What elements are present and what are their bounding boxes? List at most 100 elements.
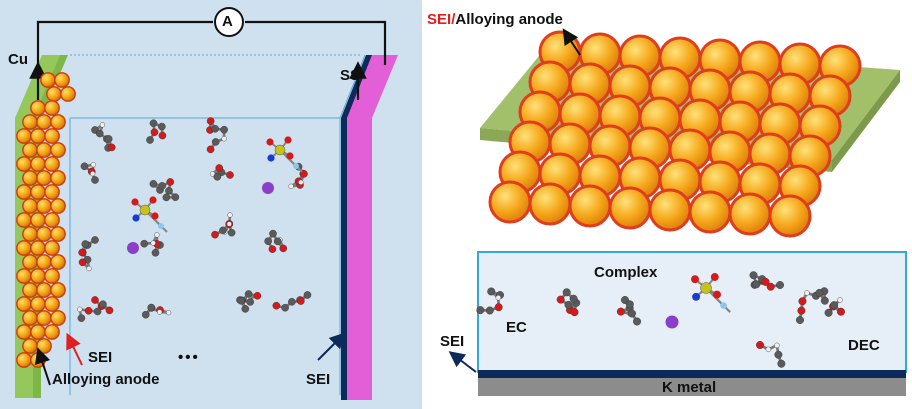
cu-label: Cu <box>8 51 28 68</box>
ammeter-symbol: A <box>222 13 233 30</box>
ss-sei-pointer-arrow <box>317 332 346 361</box>
alloying-particle <box>16 268 32 284</box>
alloying-particle <box>44 212 60 228</box>
alloying-particle <box>16 296 32 312</box>
title-sei: SEI <box>427 11 452 28</box>
title-slash: / <box>451 11 456 28</box>
alloying-particle <box>22 310 38 326</box>
sei-coated-particle <box>648 188 692 232</box>
title-pointer-arrow <box>562 28 581 56</box>
alloying-particle <box>30 268 46 284</box>
alloying-anode-label: Alloying anode <box>52 371 160 388</box>
molecule <box>272 291 312 312</box>
alloying-particle <box>50 310 66 326</box>
molecule <box>616 296 642 326</box>
alloying-particle <box>50 226 66 242</box>
left-cell-panel <box>0 0 422 409</box>
top-right-title: SEI/Alloying anode <box>427 12 563 27</box>
alloying-particle <box>22 170 38 186</box>
alloying-particle <box>40 72 56 88</box>
alloying-particle <box>46 86 62 102</box>
molecule <box>78 236 99 272</box>
alloying-particles-stack <box>16 72 76 368</box>
complex-label: Complex <box>594 264 658 281</box>
alloying-particle <box>16 184 32 200</box>
molecule <box>77 296 114 322</box>
molecule <box>91 122 116 152</box>
alloying-particle <box>22 338 38 354</box>
alloying-particle <box>36 282 52 298</box>
alloying-particle <box>30 296 46 312</box>
dec-label: DEC <box>848 337 880 354</box>
k-metal-label: K metal <box>662 379 717 396</box>
alloying-particle <box>22 114 38 130</box>
top-right-panel <box>478 28 900 292</box>
ss-label: SS <box>340 67 361 84</box>
potassium-ion <box>127 242 139 254</box>
alloying-particle <box>36 310 52 326</box>
k-metal-slab <box>478 378 906 396</box>
ellipsis: ••• <box>178 349 200 366</box>
sei-coated-particle-array <box>488 30 862 238</box>
molecule <box>140 232 164 257</box>
alloying-particle <box>36 226 52 242</box>
alloying-particle <box>54 72 70 88</box>
alloying-particle <box>50 142 66 158</box>
alloying-particle <box>30 156 46 172</box>
molecule <box>264 229 288 253</box>
alloying-particle <box>44 324 60 340</box>
molecule <box>80 162 99 184</box>
alloying-particle <box>50 114 66 130</box>
salt-anion <box>266 136 303 173</box>
sei-label-right: SEI <box>306 371 331 388</box>
alloying-particle <box>22 254 38 270</box>
alloying-particle <box>36 338 52 354</box>
alloying-particle <box>44 296 60 312</box>
alloying-particle <box>16 352 32 368</box>
anode-pointer-arrow <box>34 347 51 386</box>
alloying-particle <box>36 198 52 214</box>
salt-anion <box>131 196 168 233</box>
ss-sei-layer <box>341 55 372 400</box>
alloying-particle <box>30 100 46 116</box>
molecule <box>796 287 829 324</box>
alloying-particle <box>44 240 60 256</box>
alloying-particle <box>44 268 60 284</box>
molecule <box>556 288 581 317</box>
ss-plate <box>345 55 398 400</box>
sei-label-bottom: SEI <box>440 333 465 350</box>
alloying-particle <box>44 100 60 116</box>
alloying-particle <box>16 212 32 228</box>
alloying-particle <box>30 184 46 200</box>
alloying-particle <box>50 254 66 270</box>
sei-layer-pointer-arrow <box>448 351 477 373</box>
alloying-particle <box>22 226 38 242</box>
ec-label: EC <box>506 319 527 336</box>
sei-layer <box>478 370 906 378</box>
sei-coated-particle <box>768 194 812 238</box>
external-circuit <box>29 20 387 100</box>
alloying-particle <box>50 198 66 214</box>
molecule <box>824 297 845 317</box>
molecule <box>141 303 172 319</box>
sei-coated-particle <box>608 186 652 230</box>
sei-coated-particle <box>688 190 732 234</box>
molecule <box>146 119 167 144</box>
alloying-particle <box>16 240 32 256</box>
molecule <box>149 178 180 202</box>
alloying-particle <box>22 142 38 158</box>
molecule <box>209 164 234 181</box>
alloying-particle <box>22 282 38 298</box>
alloying-particle <box>50 282 66 298</box>
alloying-particle <box>30 212 46 228</box>
alloying-particle <box>30 240 46 256</box>
alloying-particle <box>22 198 38 214</box>
molecule <box>206 117 228 154</box>
salt-anion <box>691 273 731 313</box>
sei-coated-particle <box>528 182 572 226</box>
molecule <box>211 212 236 239</box>
complex-molecules <box>476 271 845 368</box>
molecule <box>749 271 784 291</box>
potassium-ion <box>262 182 274 194</box>
